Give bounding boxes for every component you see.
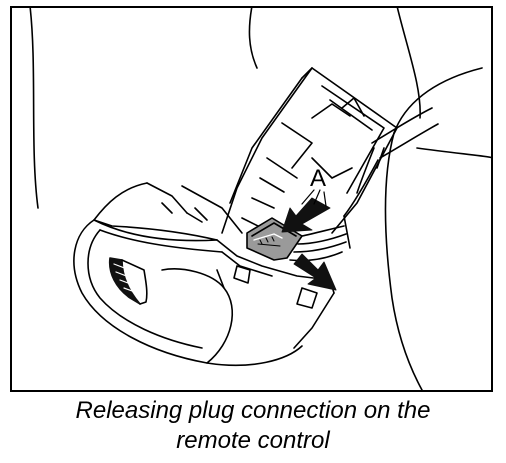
callout-leader <box>301 189 327 207</box>
grip-texture <box>108 257 148 305</box>
remote-control-illustration: A <box>29 8 491 390</box>
arrow-pull-icon <box>293 253 337 291</box>
remote-control-shell <box>73 219 303 367</box>
arrow-press-icon <box>281 197 331 233</box>
figure-frame: A <box>10 6 493 392</box>
callout-label: A <box>310 165 326 192</box>
caption-line-2: remote control <box>176 427 330 454</box>
housing-lower <box>93 182 335 349</box>
background-surface <box>29 8 491 390</box>
caption-line-1: Releasing plug connection on the <box>75 397 431 424</box>
housing-upper <box>221 67 398 234</box>
figure-caption: Releasing plug connection on the remote … <box>0 396 506 456</box>
